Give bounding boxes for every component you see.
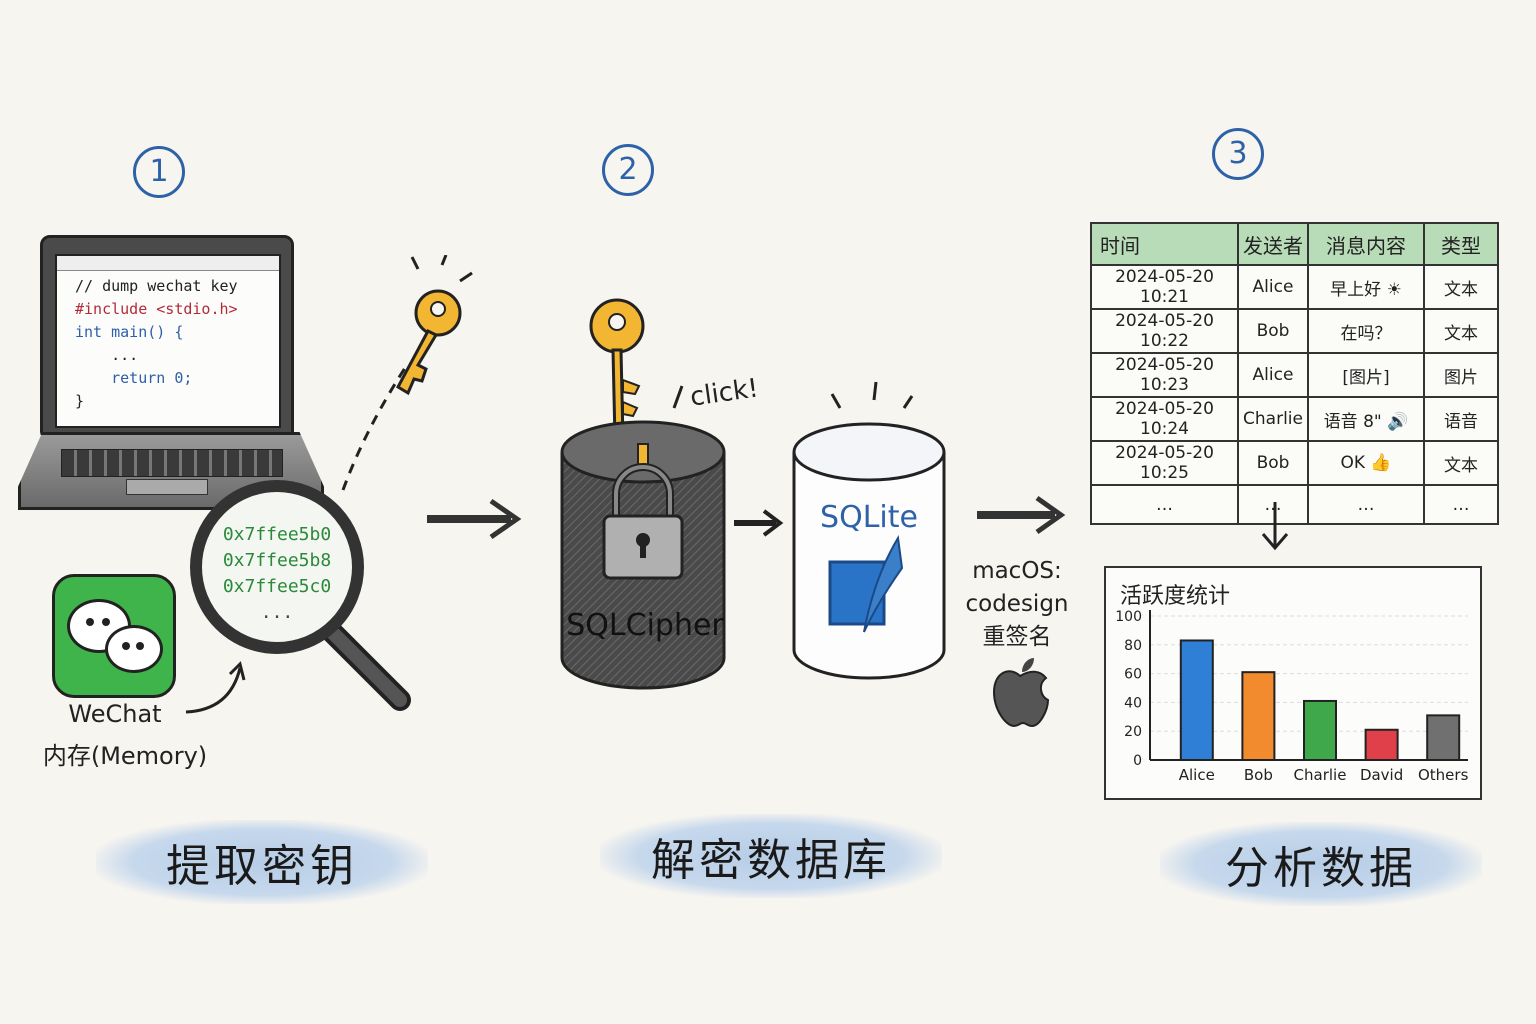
macos-note-line1: macOS: bbox=[962, 555, 1072, 588]
macos-note-line2: codesign bbox=[962, 588, 1072, 621]
y-tick-label: 0 bbox=[1133, 753, 1142, 769]
cell-time: 2024-05-20 10:22 bbox=[1091, 309, 1238, 353]
curved-arrow-icon bbox=[180, 660, 250, 720]
code-line-include: #include <stdio.h> bbox=[75, 298, 279, 321]
cell-sender: Bob bbox=[1238, 441, 1308, 485]
step-number-2: 2 bbox=[602, 144, 654, 196]
cell-type: 语音 bbox=[1424, 397, 1498, 441]
header-type: 类型 bbox=[1424, 223, 1498, 265]
cell-type: 图片 bbox=[1424, 353, 1498, 397]
x-tick-label: David bbox=[1360, 766, 1403, 784]
bar-alice bbox=[1181, 640, 1213, 760]
table-row: 2024-05-20 10:24 Charlie 语音 8" 🔊 语音 bbox=[1091, 397, 1498, 441]
sqlcipher-label: SQLCipher bbox=[560, 608, 730, 643]
code-line-return: return 0; bbox=[75, 367, 279, 390]
header-time: 时间 bbox=[1091, 223, 1238, 265]
table-row: 2024-05-20 10:23 Alice [图片] 图片 bbox=[1091, 353, 1498, 397]
cell-content: … bbox=[1308, 485, 1424, 524]
key-icon bbox=[380, 255, 480, 400]
code-line-close: } bbox=[75, 390, 279, 413]
cell-sender: Charlie bbox=[1238, 397, 1308, 441]
y-tick-label: 100 bbox=[1115, 609, 1142, 625]
cell-type: 文本 bbox=[1424, 441, 1498, 485]
header-sender: 发送者 bbox=[1238, 223, 1308, 265]
code-line-ellipsis: ... bbox=[75, 344, 279, 367]
wechat-caption: WeChat bbox=[50, 700, 180, 728]
sqlcipher-database-icon bbox=[558, 418, 728, 694]
x-tick-label: Charlie bbox=[1294, 766, 1347, 784]
cell-type: 文本 bbox=[1424, 309, 1498, 353]
macos-note-line3: 重签名 bbox=[962, 621, 1072, 654]
stage-label-decrypt-db: 解密数据库 bbox=[600, 814, 942, 898]
x-tick-label: Others bbox=[1418, 766, 1469, 784]
apple-logo-icon bbox=[990, 656, 1050, 728]
cell-time: 2024-05-20 10:23 bbox=[1091, 353, 1238, 397]
cell-time: 2024-05-20 10:24 bbox=[1091, 397, 1238, 441]
cell-time: … bbox=[1091, 485, 1238, 524]
memory-address-2: 0x7ffee5b8 bbox=[202, 548, 352, 574]
cell-content: 在吗？ bbox=[1308, 309, 1424, 353]
table-row: 2024-05-20 10:21 Alice 早上好 ☀ 文本 bbox=[1091, 265, 1498, 309]
magnifier-lens: 0x7ffee5b0 0x7ffee5b8 0x7ffee5c0 ... bbox=[190, 480, 364, 654]
cell-sender: Alice bbox=[1238, 265, 1308, 309]
cell-type: 文本 bbox=[1424, 265, 1498, 309]
arrow-right-icon-2 bbox=[732, 505, 788, 541]
bar-david bbox=[1366, 730, 1398, 760]
cell-type: … bbox=[1424, 485, 1498, 524]
arrow-right-icon-3 bbox=[975, 492, 1067, 538]
step-number-3: 3 bbox=[1212, 128, 1264, 180]
cell-time: 2024-05-20 10:21 bbox=[1091, 265, 1238, 309]
bar-others bbox=[1427, 715, 1459, 760]
sparkle-icon bbox=[826, 378, 916, 414]
bar-bob bbox=[1242, 672, 1274, 760]
cell-time: 2024-05-20 10:25 bbox=[1091, 441, 1238, 485]
code-line-comment: // dump wechat key bbox=[75, 275, 279, 298]
header-content: 消息内容 bbox=[1308, 223, 1424, 265]
message-table: 时间 发送者 消息内容 类型 2024-05-20 10:21 Alice 早上… bbox=[1090, 222, 1499, 525]
click-text: click! bbox=[688, 373, 760, 412]
stage-label-extract-key: 提取密钥 bbox=[96, 820, 428, 904]
cell-content: 早上好 ☀ bbox=[1308, 265, 1424, 309]
arrow-down-icon bbox=[1258, 500, 1292, 552]
sqlite-label: SQLite bbox=[790, 500, 948, 535]
cell-content: 语音 8" 🔊 bbox=[1308, 397, 1424, 441]
x-tick-label: Alice bbox=[1179, 766, 1215, 784]
sqlite-database-icon bbox=[790, 418, 948, 680]
message-table-container: 时间 发送者 消息内容 类型 2024-05-20 10:21 Alice 早上… bbox=[1090, 222, 1499, 525]
laptop-screen: // dump wechat key #include <stdio.h> in… bbox=[40, 235, 294, 441]
y-tick-label: 20 bbox=[1124, 724, 1142, 740]
cell-sender: Alice bbox=[1238, 353, 1308, 397]
memory-address-more: ... bbox=[202, 600, 352, 626]
memory-caption: 内存(Memory) bbox=[30, 736, 220, 771]
table-header-row: 时间 发送者 消息内容 类型 bbox=[1091, 223, 1498, 265]
cell-content: [图片] bbox=[1308, 353, 1424, 397]
code-editor: // dump wechat key #include <stdio.h> in… bbox=[55, 254, 281, 428]
memory-address-1: 0x7ffee5b0 bbox=[202, 522, 352, 548]
table-row: 2024-05-20 10:25 Bob OK 👍 文本 bbox=[1091, 441, 1498, 485]
wechat-logo-icon bbox=[52, 574, 176, 698]
step-number-1: 1 bbox=[133, 146, 185, 198]
arrow-right-icon bbox=[425, 495, 525, 545]
y-tick-label: 60 bbox=[1124, 667, 1142, 683]
memory-address-3: 0x7ffee5c0 bbox=[202, 574, 352, 600]
cell-sender: Bob bbox=[1238, 309, 1308, 353]
x-tick-label: Bob bbox=[1244, 766, 1273, 784]
code-line-main: int main() { bbox=[75, 321, 279, 344]
y-tick-label: 40 bbox=[1124, 695, 1142, 711]
table-row: … … … … bbox=[1091, 485, 1498, 524]
table-row: 2024-05-20 10:22 Bob 在吗？ 文本 bbox=[1091, 309, 1498, 353]
cell-content: OK 👍 bbox=[1308, 441, 1424, 485]
bar-charlie bbox=[1304, 701, 1336, 760]
stage-label-analyze-data: 分析数据 bbox=[1160, 822, 1482, 906]
macos-note: macOS: codesign 重签名 bbox=[962, 555, 1072, 654]
y-tick-label: 80 bbox=[1124, 638, 1142, 654]
